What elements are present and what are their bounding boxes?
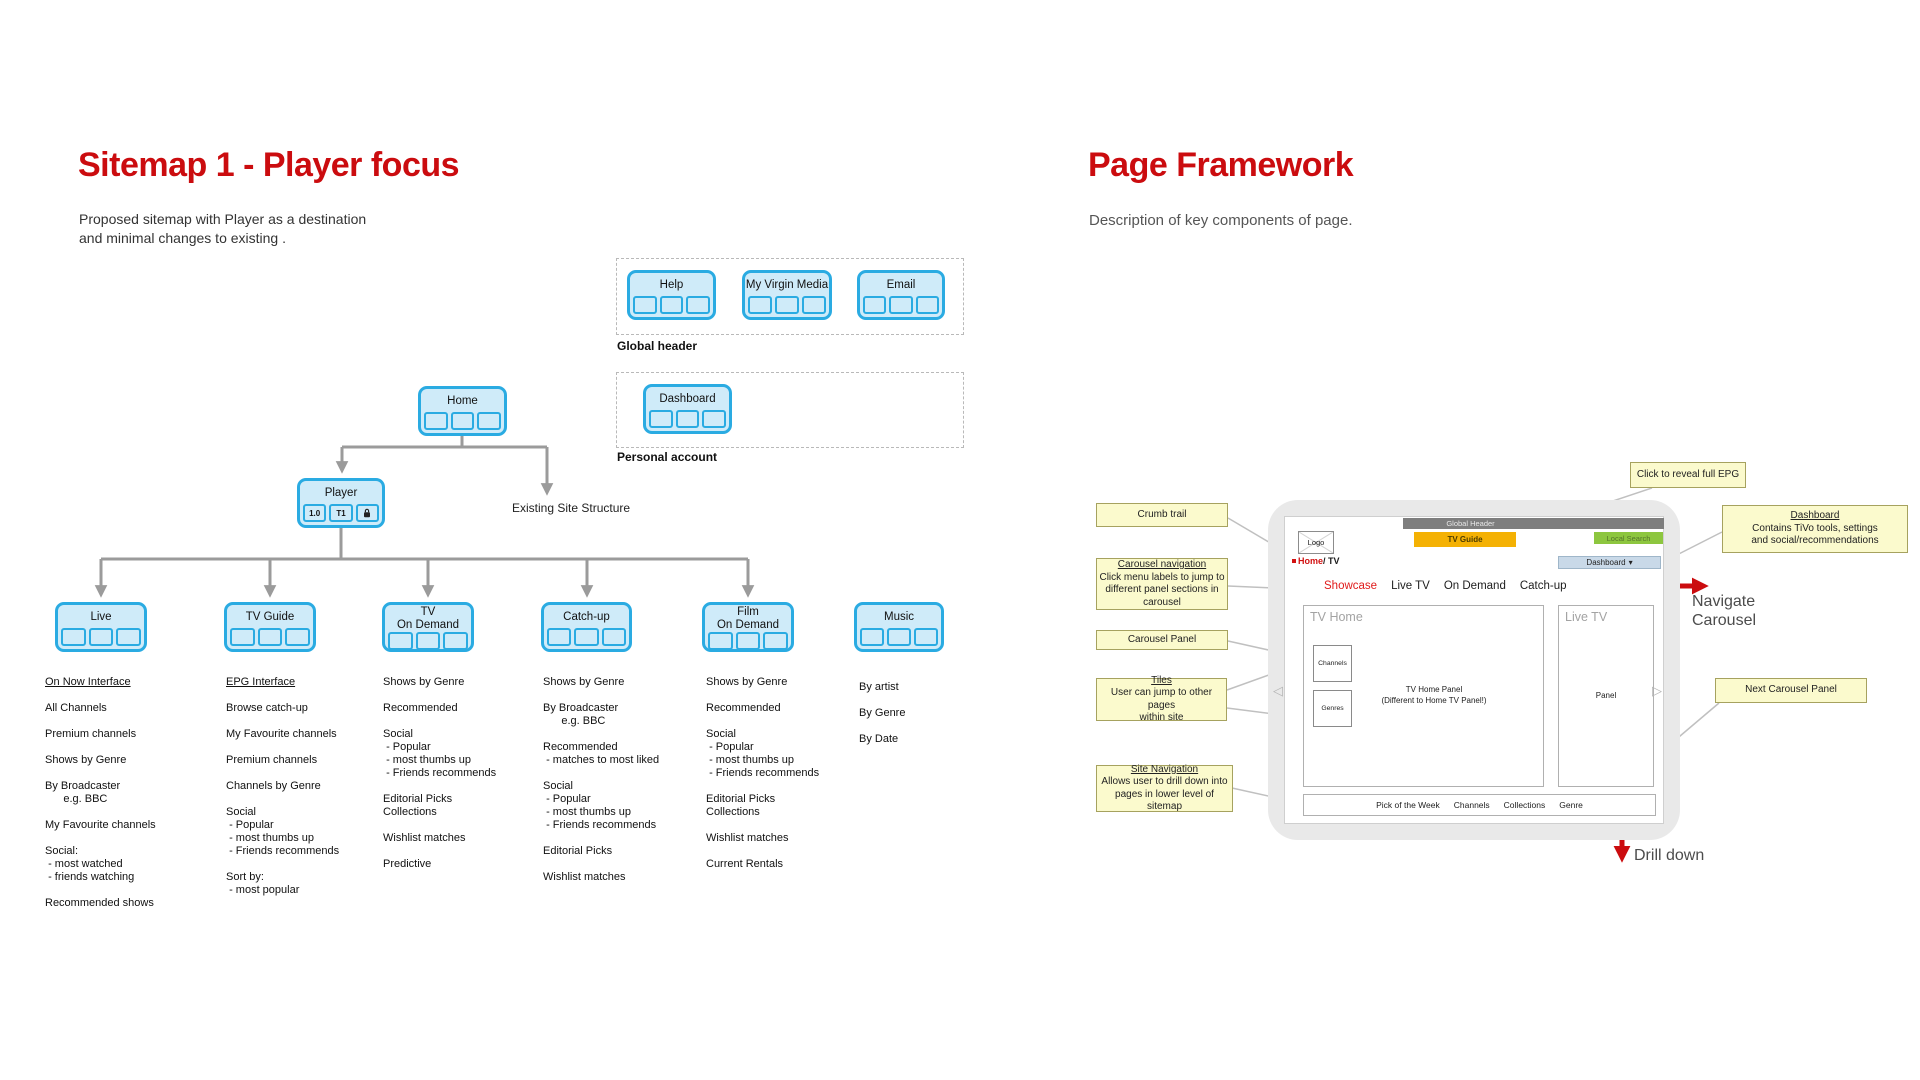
live-tv-panel: Live TV Panel [1558, 605, 1654, 787]
nav-genre: Genre [1559, 800, 1583, 810]
local-search-button: Local Search [1594, 532, 1663, 544]
drill-down-annotation: Drill down [1634, 847, 1705, 864]
node-subcells: 1.0 T1 [300, 504, 382, 525]
placeholder-cross-icon [1299, 532, 1333, 553]
note-tiles: Tiles User can jump to other pages withi… [1096, 675, 1227, 723]
carousel-prev-icon: ◁ [1273, 683, 1283, 698]
global-header-label: Global header [617, 339, 698, 353]
tab-live-tv: Live TV [1391, 580, 1430, 592]
nav-pick-of-the-week: Pick of the Week [1376, 800, 1440, 810]
note-dashboard: Dashboard Contains TiVo tools, settings … [1722, 505, 1908, 553]
node-live: Live [55, 602, 147, 652]
node-dashboard: Dashboard [643, 384, 732, 434]
framework-title: Page Framework [1088, 146, 1354, 184]
node-film-on-demand: Film On Demand [702, 602, 794, 652]
node-music: Music [854, 602, 944, 652]
note-carousel-panel: Carousel Panel [1096, 630, 1228, 650]
live-tv-panel-label: Live TV [1565, 610, 1608, 624]
wireframe-global-header-label: Global Header [1446, 519, 1495, 528]
note-site-navigation: Site Navigation Allows user to drill dow… [1096, 764, 1233, 812]
carousel-nav-tabs: Showcase Live TV On Demand Catch-up [1324, 580, 1567, 592]
breadcrumb-marker-icon [1292, 559, 1296, 563]
site-navigation-bar: Pick of the Week Channels Collections Ge… [1303, 794, 1656, 816]
node-subcells [745, 296, 829, 317]
node-tv-guide: TV Guide [224, 602, 316, 652]
tab-showcase: Showcase [1324, 580, 1378, 592]
carousel-next-icon: ▷ [1652, 683, 1662, 698]
framework-subtitle: Description of key components of page. [1089, 212, 1353, 229]
live-tv-panel-caption: Panel [1595, 691, 1617, 700]
global-header-group-box [616, 258, 964, 335]
navigate-carousel-annotation: Navigate Carousel [1692, 593, 1757, 629]
note-carousel-navigation: Carousel navigation Click menu labels to… [1096, 558, 1228, 610]
node-subcells [646, 410, 729, 431]
sitemap-subtitle: Proposed sitemap with Player as a destin… [79, 211, 367, 246]
node-subcells [58, 628, 144, 649]
channels-tile: Channels [1313, 645, 1352, 682]
personal-account-label: Personal account [617, 450, 718, 464]
node-email: Email [857, 270, 945, 320]
node-tv-on-demand: TV On Demand [382, 602, 474, 652]
tab-on-demand: On Demand [1443, 580, 1506, 592]
tv-home-panel: TV Home Channels Genres TV Home Panel (D… [1303, 605, 1544, 787]
node-catch-up: Catch-up [541, 602, 632, 652]
node-subcells [421, 412, 504, 433]
wireframe-screen: Global Header Logo TV Guide Local Search… [1284, 516, 1664, 824]
logo-placeholder: Logo [1298, 531, 1334, 554]
node-subcells [857, 628, 941, 649]
breadcrumb: Home / TV [1292, 556, 1340, 566]
personal-account-group-box [616, 372, 964, 448]
node-subcells [544, 628, 629, 649]
sitemap-title: Sitemap 1 - Player focus [78, 146, 460, 184]
note-next-carousel-panel: Next Carousel Panel [1715, 678, 1867, 703]
node-player: Player 1.0 T1 [297, 478, 385, 528]
node-subcells [705, 632, 791, 653]
breadcrumb-home: Home [1298, 556, 1324, 566]
tab-catch-up: Catch-up [1519, 580, 1567, 592]
node-subcells [227, 628, 313, 649]
existing-site-structure-label: Existing Site Structure [512, 501, 631, 515]
breadcrumb-tail: / TV [1323, 556, 1340, 566]
node-my-virgin-media: My Virgin Media [742, 270, 832, 320]
tv-home-panel-label: TV Home [1310, 610, 1363, 624]
wireframe-global-header-bar: Global Header [1403, 518, 1664, 529]
nav-collections: Collections [1503, 800, 1546, 810]
nav-channels: Channels [1453, 800, 1490, 810]
node-home: Home [418, 386, 507, 436]
lock-icon [355, 504, 379, 522]
node-subcells [630, 296, 713, 317]
node-subcells [860, 296, 942, 317]
node-subcells [385, 632, 471, 653]
node-help: Help [627, 270, 716, 320]
genres-tile: Genres [1313, 690, 1352, 727]
note-crumb-trail: Crumb trail [1096, 503, 1228, 527]
caret-down-icon: ▾ [1628, 558, 1633, 567]
note-reveal-epg: Click to reveal full EPG [1630, 462, 1746, 488]
dashboard-button: Dashboard ▾ [1558, 556, 1661, 569]
tv-home-panel-caption: TV Home Panel (Different to Home TV Pane… [1381, 685, 1487, 705]
tv-guide-button: TV Guide [1414, 532, 1516, 547]
